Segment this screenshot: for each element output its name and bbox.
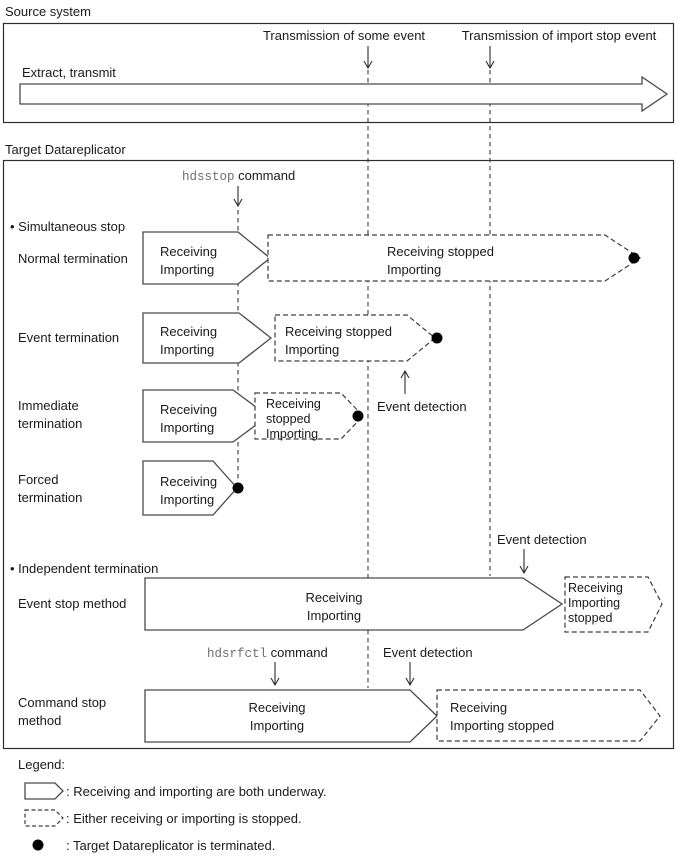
state-text: Receiving bbox=[160, 244, 217, 259]
state-text: Receiving bbox=[160, 474, 217, 489]
terminated-dot-icon bbox=[431, 332, 443, 344]
hdsrfctl-command-annotation: hdsrfctl command bbox=[207, 645, 328, 687]
state-text: Receiving bbox=[160, 324, 217, 339]
event-stop-method-label: Event stop method bbox=[18, 596, 126, 611]
state-text: Receiving stopped bbox=[285, 324, 392, 339]
down-arrow-some-event-icon bbox=[363, 46, 373, 70]
forced-running-arrow bbox=[142, 460, 238, 516]
state-text: Importing bbox=[266, 427, 318, 441]
normal-termination-label: Normal termination bbox=[18, 251, 128, 266]
independent-termination-group-label: • Independent termination bbox=[10, 561, 158, 576]
state-text: Receiving stopped bbox=[387, 244, 494, 259]
down-arrow-hdsrfctl-icon bbox=[270, 662, 280, 687]
terminated-dot-icon bbox=[232, 482, 244, 494]
state-text: Importing bbox=[387, 262, 441, 277]
state-text: Importing stopped bbox=[450, 718, 554, 733]
state-text: stopped bbox=[266, 412, 311, 426]
command-stop-method-row: Receiving Importing Receiving Importing … bbox=[144, 689, 661, 743]
forced-termination-row: Receiving Importing bbox=[142, 460, 244, 516]
state-text: Importing bbox=[568, 596, 620, 610]
immediate-termination-label-line2: termination bbox=[18, 416, 82, 431]
command-stop-stopped-arrow bbox=[436, 689, 661, 742]
hdsstop-command-annotation: hdsstop command bbox=[182, 168, 295, 208]
command-stop-running-arrow bbox=[144, 689, 438, 743]
source-system-panel: Source system Transmission of some event… bbox=[2, 4, 675, 124]
target-datareplicator-title: Target Datareplicator bbox=[5, 142, 126, 157]
state-text: Importing bbox=[160, 420, 214, 435]
event-detection-label: Event detection bbox=[497, 532, 587, 547]
source-system-box bbox=[2, 22, 675, 124]
event-stopped-arrow bbox=[274, 314, 436, 362]
down-arrow-import-stop-icon bbox=[485, 46, 495, 70]
event-detection-label: Event detection bbox=[383, 645, 473, 660]
state-text: Importing bbox=[250, 718, 304, 733]
transmission-import-stop-event-label: Transmission of import stop event bbox=[462, 28, 657, 43]
event-termination-label: Event termination bbox=[18, 330, 119, 345]
down-arrow-event-detection-icon bbox=[519, 549, 529, 575]
immediate-termination-row: Receiving Importing Receiving stopped Im… bbox=[142, 389, 364, 443]
target-datareplicator-box bbox=[2, 159, 675, 750]
event-stop-stopped-arrow bbox=[564, 576, 663, 633]
event-termination-row: Receiving Importing Receiving stopped Im… bbox=[142, 312, 467, 414]
simultaneous-stop-group-label: • Simultaneous stop bbox=[10, 219, 125, 234]
state-text: Importing bbox=[160, 262, 214, 277]
event-stop-running-arrow bbox=[144, 577, 564, 631]
normal-running-arrow bbox=[142, 231, 272, 285]
forced-termination-label-line2: termination bbox=[18, 490, 82, 505]
state-text: Importing bbox=[285, 342, 339, 357]
hdsrfctl-command-label: hdsrfctl command bbox=[207, 645, 328, 661]
forced-termination-label-line1: Forced bbox=[18, 472, 58, 487]
legend: Legend: : Receiving and importing are bo… bbox=[18, 757, 327, 853]
event-stop-method-row: Receiving Importing Receiving Importing … bbox=[144, 576, 663, 633]
legend-running-arrow-icon bbox=[24, 782, 64, 800]
state-text: Receiving bbox=[160, 402, 217, 417]
event-detection-label: Event detection bbox=[377, 399, 467, 414]
state-text: Receiving bbox=[305, 590, 362, 605]
down-arrow-hdsstop-icon bbox=[233, 186, 243, 208]
command-stop-method-label-line2: method bbox=[18, 713, 61, 728]
normal-termination-row: Receiving Importing Receiving stopped Im… bbox=[142, 231, 642, 285]
immediate-running-arrow bbox=[142, 389, 270, 443]
target-panel: Target Datareplicator bbox=[2, 142, 675, 750]
state-text: Importing bbox=[307, 608, 361, 623]
extract-transmit-arrow bbox=[19, 75, 669, 113]
down-arrow-event-detection-icon bbox=[405, 662, 415, 687]
terminated-dot-icon bbox=[628, 252, 640, 264]
state-text: Receiving bbox=[450, 700, 507, 715]
state-text: Receiving bbox=[248, 700, 305, 715]
transmission-some-event-label: Transmission of some event bbox=[263, 28, 425, 43]
command-stop-method-label-line1: Command stop bbox=[18, 695, 106, 710]
state-text: stopped bbox=[568, 611, 613, 625]
event-running-arrow bbox=[142, 312, 273, 364]
legend-terminated-text: : Target Datareplicator is terminated. bbox=[66, 838, 275, 853]
event-detection-annotation-3: Event detection bbox=[383, 645, 473, 687]
legend-underway-text: : Receiving and importing are both under… bbox=[66, 784, 327, 799]
state-text: Importing bbox=[160, 492, 214, 507]
state-text: Receiving bbox=[568, 581, 623, 595]
source-system-title: Source system bbox=[5, 4, 91, 19]
legend-stopped-text: : Either receiving or importing is stopp… bbox=[66, 811, 302, 826]
immediate-termination-label-line1: Immediate bbox=[18, 398, 79, 413]
terminated-dot-icon bbox=[352, 410, 364, 422]
event-detection-annotation-2: Event detection bbox=[497, 532, 587, 575]
state-text: Importing bbox=[160, 342, 214, 357]
up-arrow-event-detection-icon bbox=[400, 369, 410, 394]
legend-terminated-dot-icon bbox=[32, 839, 44, 851]
state-text: Receiving bbox=[266, 397, 321, 411]
hdsstop-command-label: hdsstop command bbox=[182, 168, 295, 184]
extract-transmit-label: Extract, transmit bbox=[22, 65, 116, 80]
legend-title: Legend: bbox=[18, 757, 65, 772]
immediate-stopped-arrow bbox=[254, 392, 364, 440]
legend-stopped-arrow-icon bbox=[24, 809, 64, 827]
normal-stopped-arrow bbox=[267, 234, 642, 282]
